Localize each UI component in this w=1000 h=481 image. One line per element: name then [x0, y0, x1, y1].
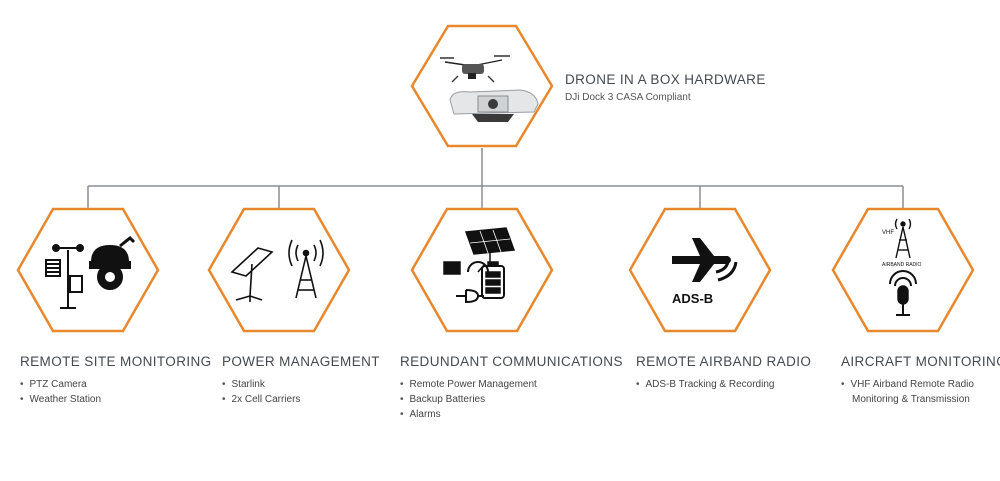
- starlink-tower-icon: [230, 239, 324, 302]
- ads-b-plane-icon: ADS-B: [672, 238, 738, 306]
- bullet-item: Monitoring & Transmission: [852, 394, 970, 405]
- node-power-management: POWER MANAGEMENT Starlink 2x Cell Carrie…: [222, 354, 380, 407]
- top-hexagon: [410, 24, 554, 148]
- weather-station-camera-icon: [45, 235, 136, 309]
- solar-battery-icon: [443, 227, 516, 304]
- bullet-item: Weather Station: [20, 392, 212, 407]
- node-redundant-communications: REDUNDANT COMMUNICATIONS Remote Power Ma…: [400, 354, 623, 422]
- bullet-item: Remote Power Management: [400, 377, 623, 392]
- bullet-item: PTZ Camera: [20, 377, 212, 392]
- hexagon-1: [16, 207, 160, 333]
- node-bullets: VHF Airband Remote Radio Monitoring & Tr…: [841, 377, 1000, 407]
- node-bullets: PTZ Camera Weather Station: [20, 377, 212, 407]
- node-remote-airband-radio: REMOTE AIRBAND RADIO ADS-B Tracking & Re…: [636, 354, 811, 392]
- ads-b-label: ADS-B: [672, 291, 713, 306]
- bullet-item: 2x Cell Carriers: [222, 392, 380, 407]
- bullet-item: VHF Airband Remote Radio: [841, 377, 1000, 392]
- vhf-label: VHF: [882, 230, 894, 236]
- top-subtitle: DJi Dock 3 CASA Compliant: [565, 92, 691, 103]
- node-title: POWER MANAGEMENT: [222, 354, 380, 369]
- connectors: [87, 148, 904, 208]
- node-bullets: Starlink 2x Cell Carriers: [222, 377, 380, 407]
- node-title: AIRCRAFT MONITORING: [841, 354, 1000, 369]
- node-title: REMOTE AIRBAND RADIO: [636, 354, 812, 369]
- top-title: DRONE IN A BOX HARDWARE: [565, 72, 766, 87]
- drone-dock-icon: [440, 55, 539, 122]
- node-title: REDUNDANT COMMUNICATIONS: [400, 354, 623, 369]
- bullet-item: ADS-B Tracking & Recording: [636, 377, 811, 392]
- bullet-item: Alarms: [400, 407, 623, 422]
- hexagon-2: [207, 207, 351, 333]
- bullet-item: Starlink: [222, 377, 380, 392]
- node-title: REMOTE SITE MONITORING: [20, 354, 212, 369]
- node-aircraft-monitoring: AIRCRAFT MONITORING VHF Airband Remote R…: [841, 354, 1000, 407]
- node-bullets: Remote Power Management Backup Batteries…: [400, 377, 623, 422]
- airband-radio-label: AIRBAND RADIO: [882, 262, 922, 268]
- node-remote-site-monitoring: REMOTE SITE MONITORING PTZ Camera Weathe…: [20, 354, 212, 407]
- bullet-item: Backup Batteries: [400, 392, 623, 407]
- node-bullets: ADS-B Tracking & Recording: [636, 377, 811, 392]
- vhf-tower-mic-icon: VHF AIRBAND RADIO: [882, 218, 922, 316]
